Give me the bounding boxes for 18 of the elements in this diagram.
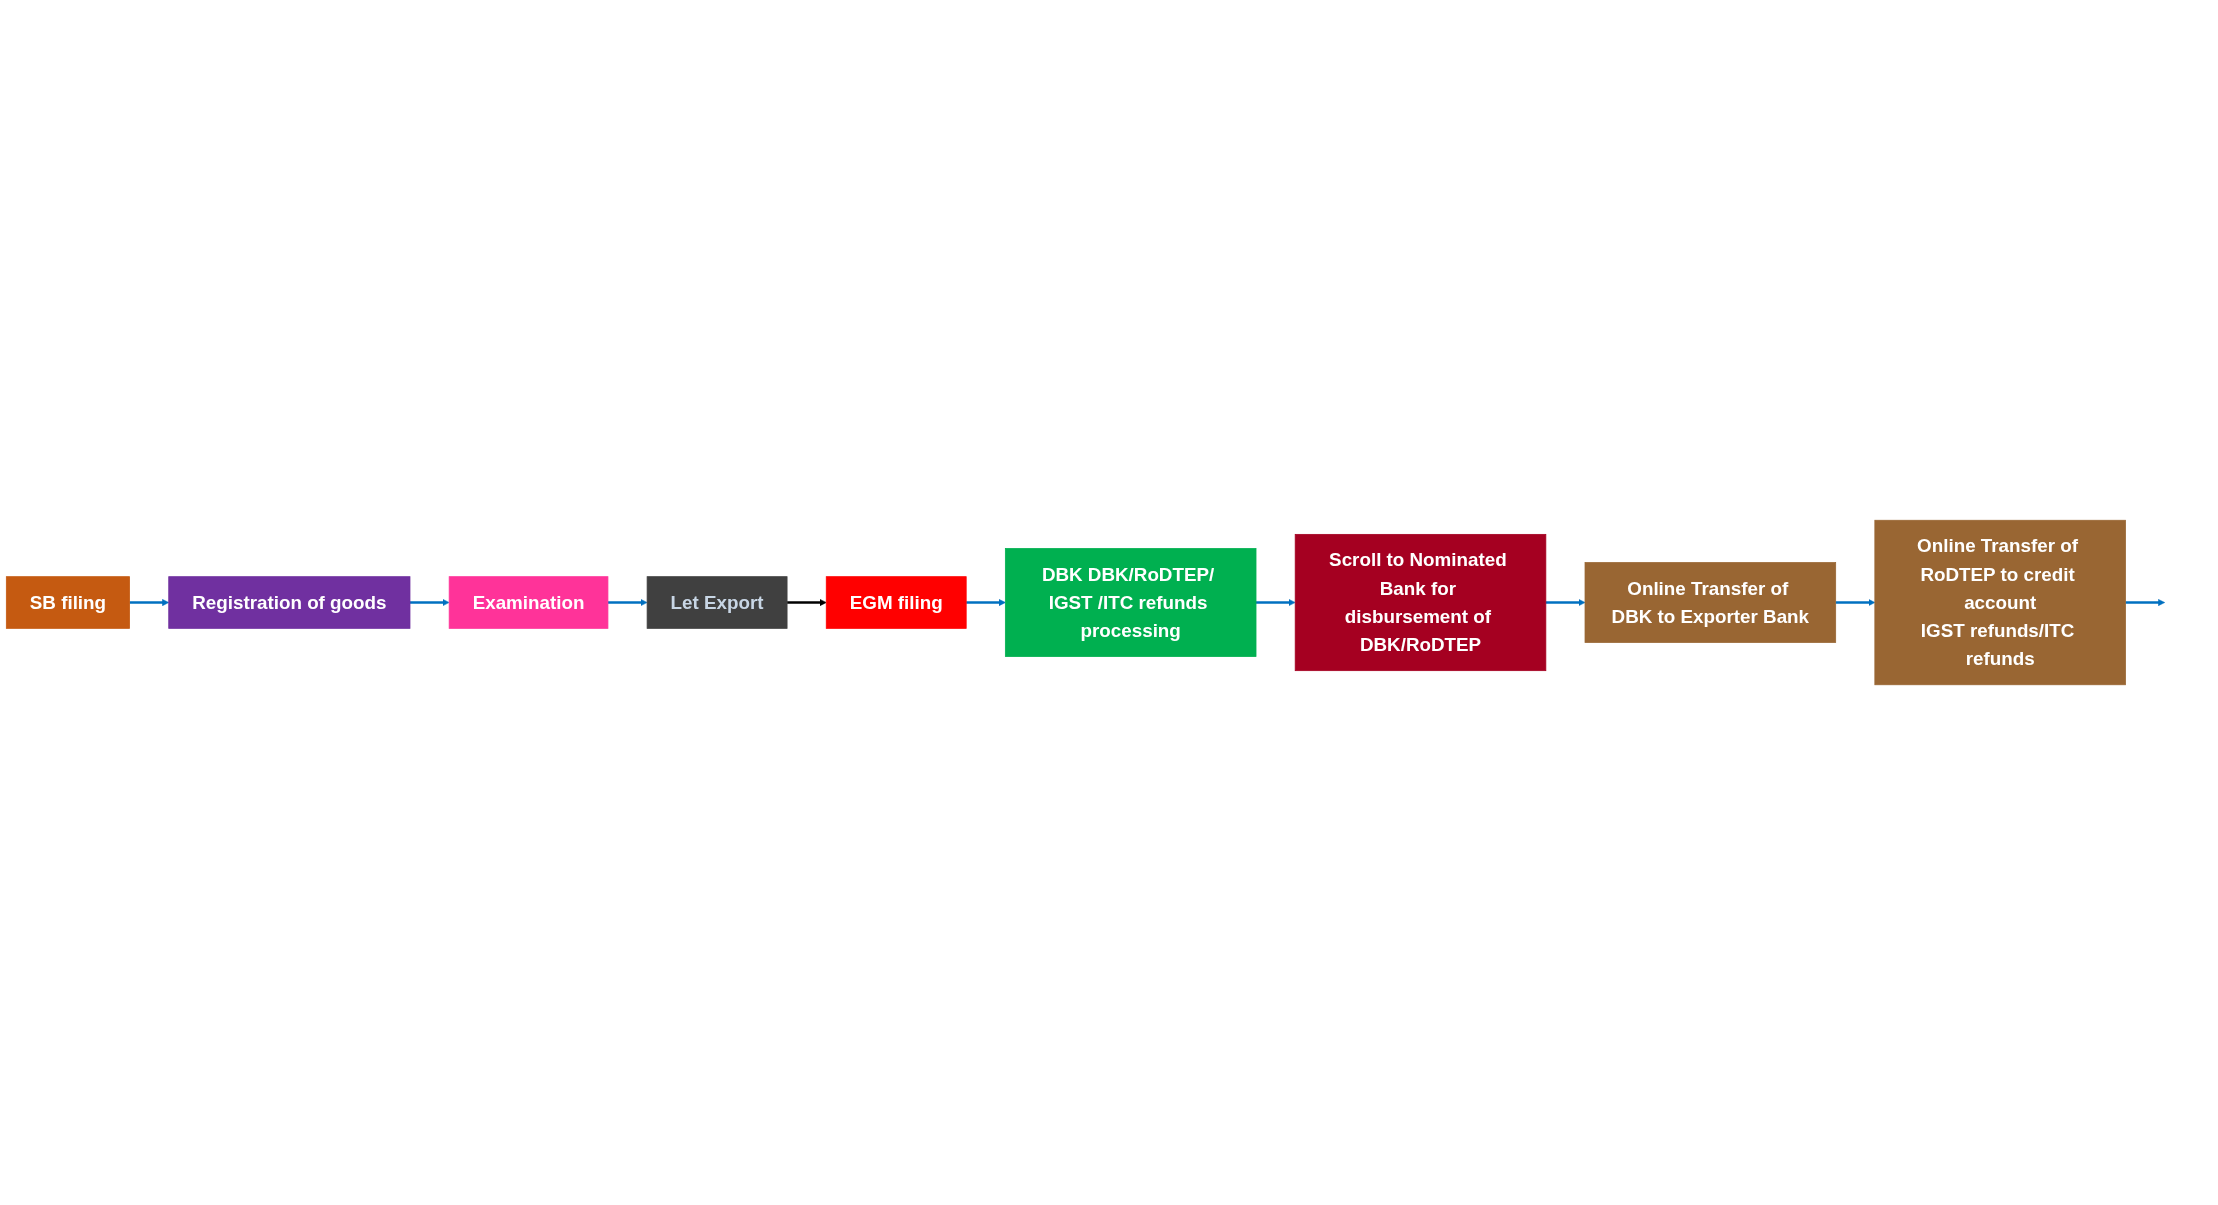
arrow	[2125, 599, 2165, 606]
arrow	[410, 599, 450, 606]
arrow	[607, 599, 648, 606]
arrow	[1545, 599, 1586, 606]
node-box: DBK DBK/RoDTEP/ IGST /ITC refunds processing	[1004, 548, 1257, 657]
node-box: Let Export	[646, 576, 788, 629]
node-box: SB filing	[5, 576, 130, 629]
arrow	[1835, 599, 1876, 606]
arrow	[966, 599, 1006, 606]
arrow	[1256, 599, 1296, 606]
node-box: Online Transfer of RoDTEP to credit account IGST refunds/ITC refunds	[1874, 519, 2126, 686]
node-box: Scroll to Nominated Bank for disbursement of DBK/RoDTEP	[1294, 533, 1547, 672]
node-box: Online Transfer of DBK to Exporter Bank	[1584, 562, 1837, 643]
arrow	[787, 599, 827, 606]
arrow	[129, 599, 170, 606]
node-box: EGM filing	[825, 576, 967, 629]
node-box: Registration of goods	[168, 576, 411, 629]
node-box: Examination	[448, 576, 609, 629]
